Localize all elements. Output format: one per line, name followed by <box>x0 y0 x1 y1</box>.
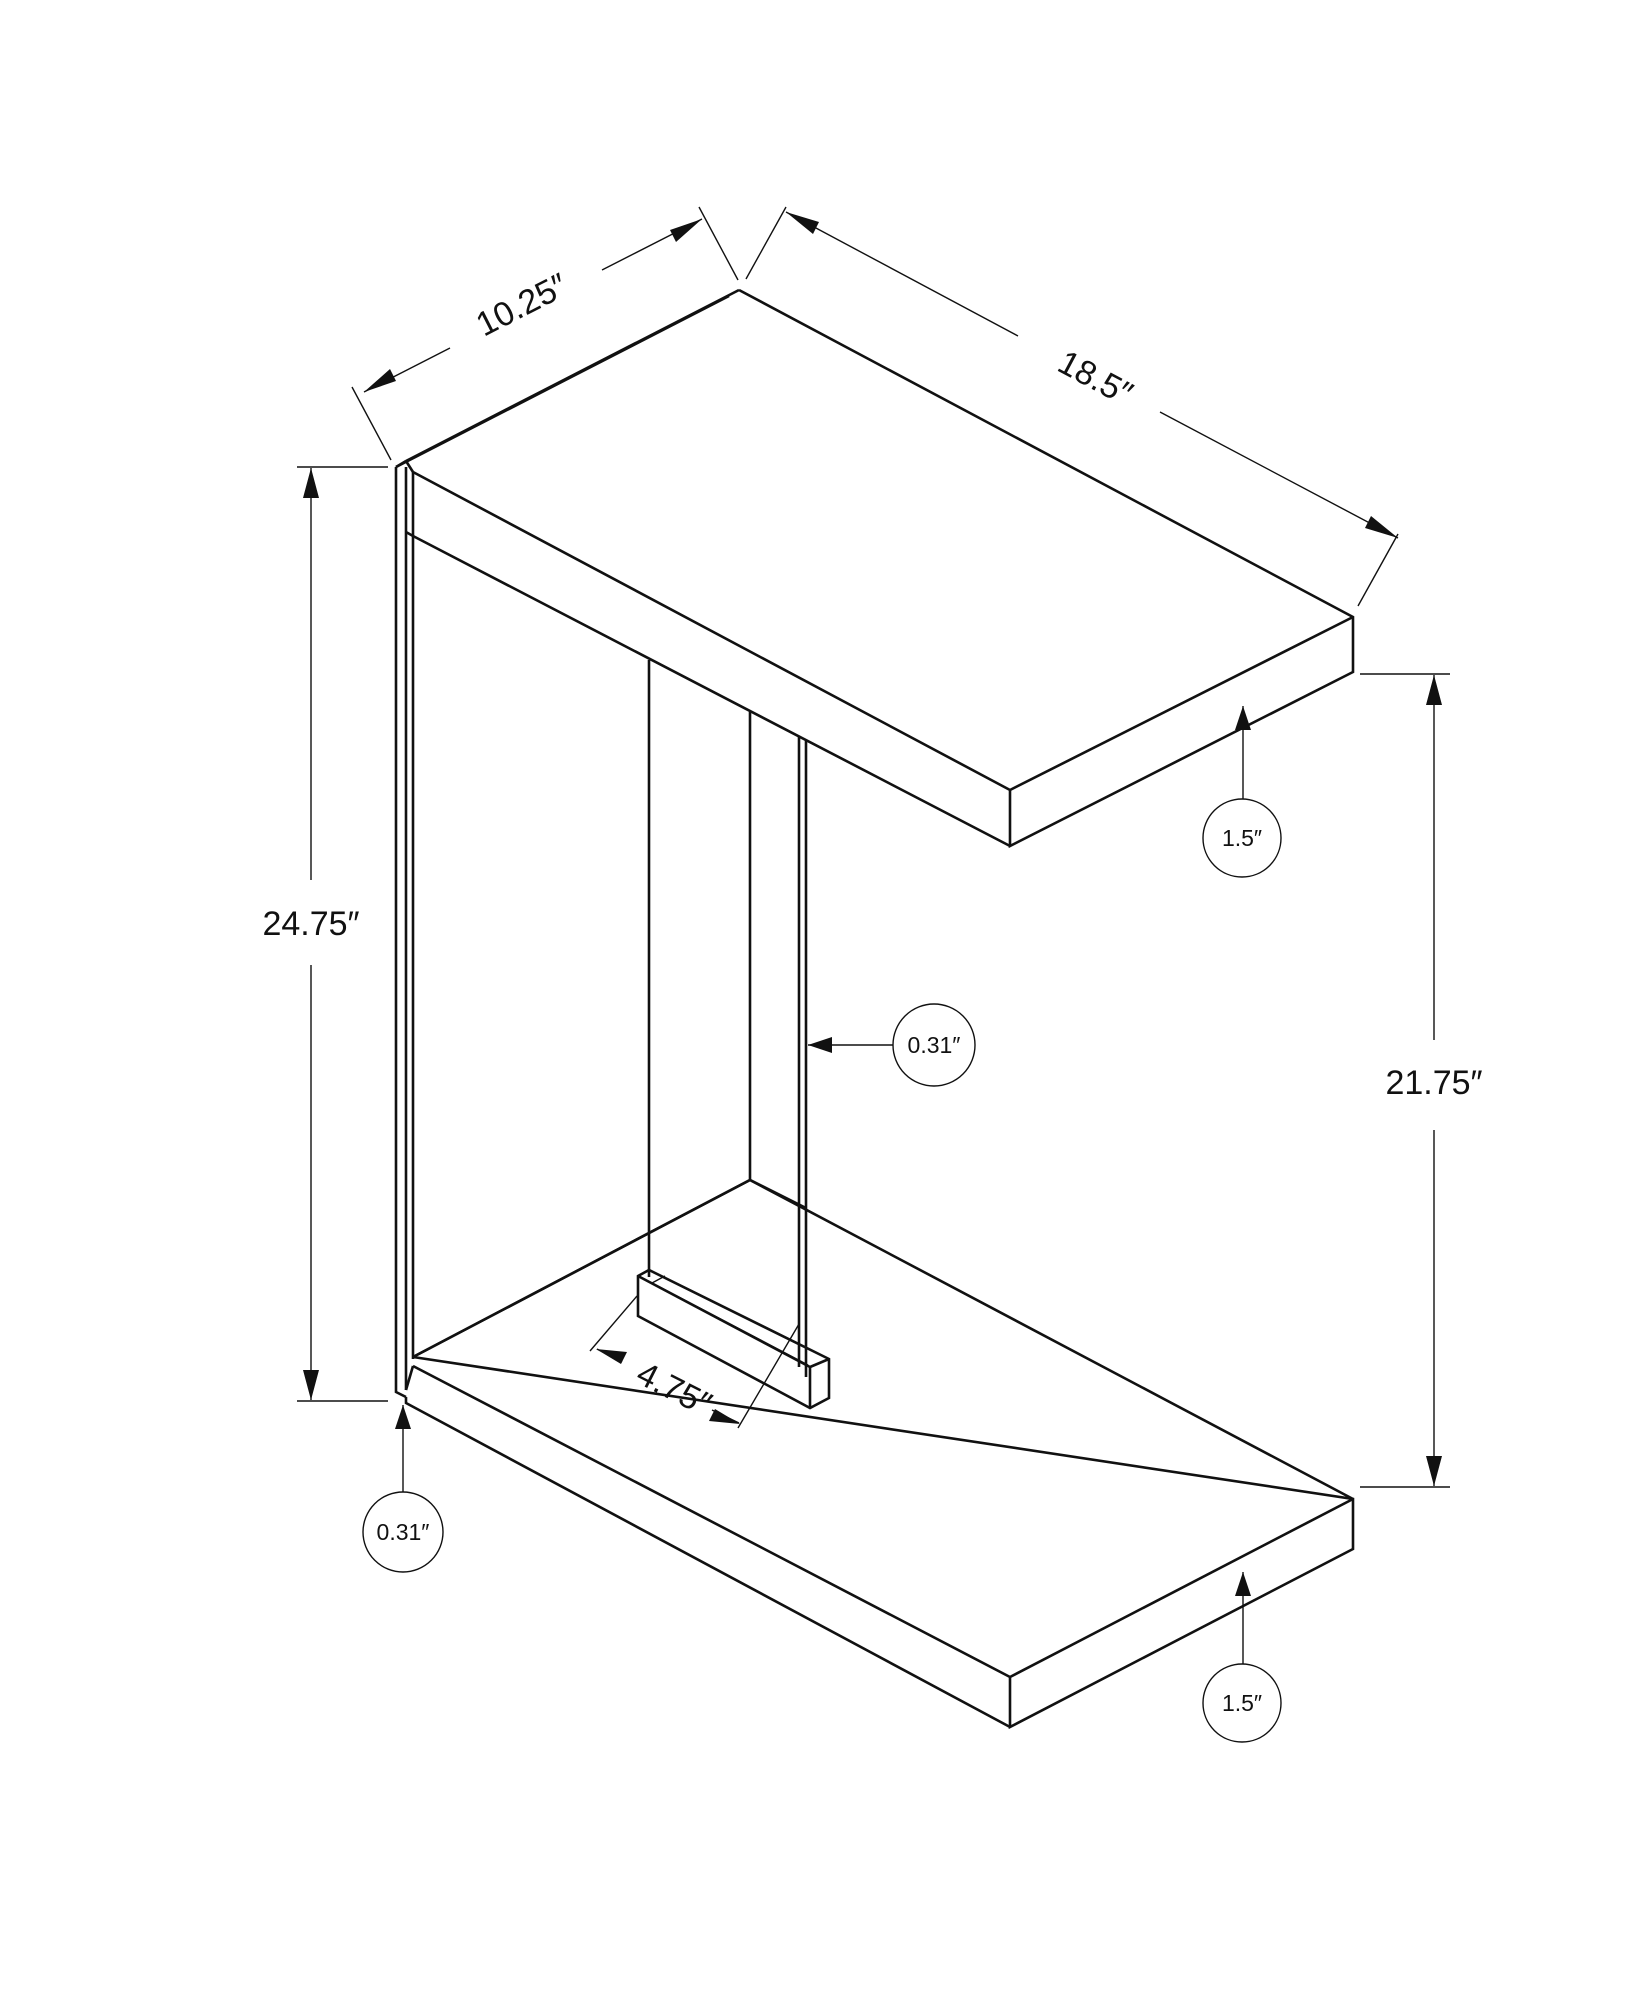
depth-label: 10.25″ <box>470 266 574 344</box>
glass-slot-holder <box>636 1268 831 1410</box>
slot-width-dimension: 4.75″ <box>589 1295 800 1429</box>
callout-circle <box>1202 1663 1282 1743</box>
arrowhead <box>1365 516 1398 538</box>
overall-height-dimension: 24.75″ <box>262 466 388 1402</box>
callout-circle <box>892 1003 976 1087</box>
arrowhead <box>670 219 702 242</box>
overall-height-label: 24.75″ <box>262 905 359 943</box>
inner-height-dimension: 21.75″ <box>1360 673 1483 1488</box>
arrowhead <box>1235 1572 1251 1596</box>
table-outline <box>394 288 1355 1730</box>
arrowhead <box>303 1370 319 1400</box>
bottom-thickness-callout: 1.5″ <box>1202 1572 1282 1743</box>
inner-height-label: 21.75″ <box>1385 1064 1482 1102</box>
bottom-thickness-label: 1.5″ <box>1222 1690 1262 1716</box>
arrowhead <box>709 1409 740 1424</box>
side-panel <box>394 459 415 1399</box>
slot-width-label: 4.75″ <box>631 1355 718 1424</box>
width-label: 18.5″ <box>1052 343 1139 413</box>
bottom-shelf <box>404 1178 1355 1730</box>
callout-circle <box>362 1491 444 1573</box>
glass-thickness-label: 0.31″ <box>908 1032 961 1058</box>
arrowhead <box>596 1349 627 1364</box>
arrowhead <box>808 1037 832 1053</box>
arrowhead <box>786 212 819 234</box>
side-panel-thickness-label: 0.31″ <box>377 1519 430 1545</box>
glass-panel <box>412 660 808 1377</box>
depth-dimension: 10.25″ <box>351 206 739 461</box>
arrowhead <box>303 468 319 498</box>
width-dimension: 18.5″ <box>745 206 1399 607</box>
arrowhead <box>364 369 396 392</box>
side-panel-thickness-callout: 0.31″ <box>362 1405 444 1573</box>
callout-circle <box>1202 798 1282 878</box>
arrowhead <box>1426 675 1442 705</box>
glass-thickness-callout: 0.31″ <box>808 1003 976 1087</box>
arrowhead <box>1235 706 1251 730</box>
top-shelf <box>404 288 1355 849</box>
arrowhead <box>395 1405 411 1429</box>
top-thickness-label: 1.5″ <box>1222 825 1262 851</box>
arrowhead <box>1426 1456 1442 1486</box>
top-thickness-callout: 1.5″ <box>1202 706 1282 878</box>
